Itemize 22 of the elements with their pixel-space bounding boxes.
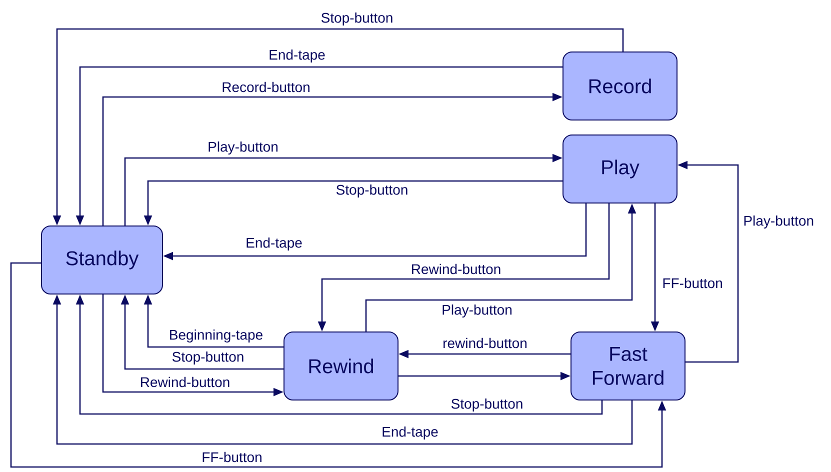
edge-label: End-tape	[246, 237, 302, 251]
state-box: Standby	[41, 226, 163, 294]
edge-label: Play-button	[208, 141, 278, 155]
edge-label: End-tape	[270, 49, 325, 63]
state-box: Record	[562, 52, 678, 120]
edge-label: FF-button	[202, 452, 262, 462]
edge-label: End-tape	[382, 426, 438, 440]
edge-label: Beginning-tape	[170, 329, 262, 343]
edge-label: Stop-button	[172, 351, 244, 365]
state-box: Play	[562, 134, 678, 204]
edge-label: Play-button	[442, 304, 512, 318]
edge-label: FF-button	[663, 278, 722, 288]
edge-label: Stop-button	[336, 184, 408, 198]
edge-label: Rewind-button	[412, 264, 500, 274]
edge-label: Stop-button	[451, 398, 522, 412]
edge-label: Play-button	[744, 215, 814, 229]
state-box: Fast Forward	[570, 332, 686, 400]
edge-label: rewind-button	[444, 338, 526, 348]
state-box: Rewind	[284, 332, 398, 400]
edge-label: Stop-button	[321, 12, 392, 26]
edge-label: Rewind-button	[141, 376, 230, 388]
edge-label: Record-button	[222, 82, 310, 92]
